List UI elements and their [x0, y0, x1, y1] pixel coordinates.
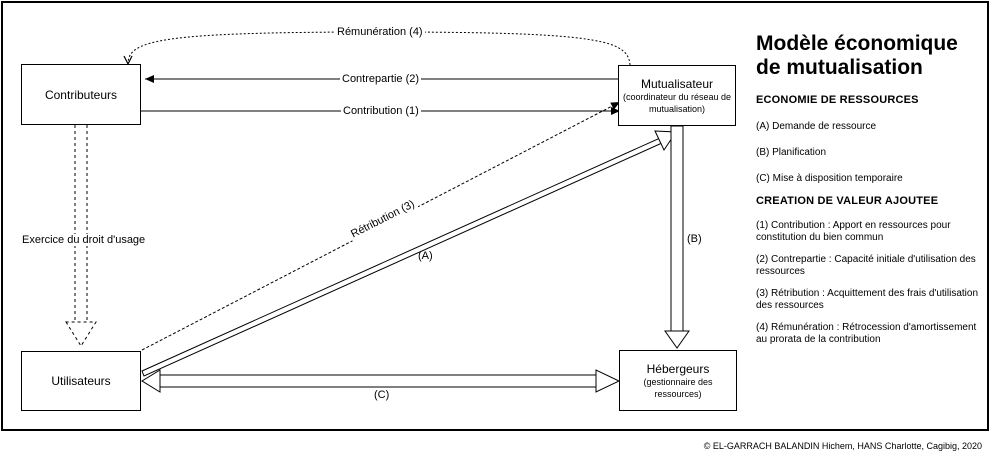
a-arrow	[141, 130, 677, 377]
legend-section-economie: ECONOMIE DE RESSOURCES	[756, 94, 919, 106]
legend-item-4: (4) Rémunération : Rétrocession d'amorti…	[756, 322, 977, 345]
contribution-label: Contribution (1)	[341, 105, 421, 117]
b-label: (B)	[687, 233, 702, 245]
a-label: (A)	[418, 250, 433, 262]
legend-section-creation: CREATION DE VALEUR AJOUTEE	[756, 195, 939, 207]
legend-item-1: (1) Contribution : Apport en ressources …	[756, 220, 951, 243]
exercice-arrow	[65, 125, 97, 347]
legend-item-a: (A) Demande de ressource	[756, 121, 877, 132]
contrepartie-label: Contrepartie (2)	[340, 73, 422, 85]
mutualisateur-node: Mutualisateur (coordinateur du réseau de…	[618, 65, 736, 126]
legend-item-c: (C) Mise à disposition temporaire	[756, 173, 903, 184]
hebergeurs-sublabel: (gestionnaire des ressources)	[643, 376, 713, 399]
contributeurs-label: Contributeurs	[44, 87, 118, 102]
legend-item-2: (2) Contrepartie : Capacité initiale d'u…	[756, 254, 976, 277]
legend-item-b: (B) Planification	[756, 147, 827, 158]
b-arrow	[664, 125, 690, 349]
utilisateurs-node: Utilisateurs	[21, 351, 141, 411]
hebergeurs-label: Hébergeurs	[646, 361, 710, 376]
legend-panel: Modèle économique de mutualisation ECONO…	[756, 32, 988, 356]
legend-title: Modèle économique de mutualisation	[756, 32, 958, 79]
remuneration-label: Rémunération (4)	[335, 26, 425, 38]
c-arrow	[141, 369, 621, 393]
c-label: (C)	[374, 389, 390, 401]
hebergeurs-node: Hébergeurs (gestionnaire des ressources)	[619, 350, 737, 411]
legend-item-3: (3) Rétribution : Acquittement des frais…	[756, 288, 979, 311]
copyright-credit: © EL-GARRACH BALANDIN Hichem, HANS Charl…	[703, 441, 982, 451]
exercice-label: Exercice du droit d'usage	[20, 234, 148, 246]
contributeurs-node: Contributeurs	[21, 64, 141, 125]
mutualisateur-label: Mutualisateur	[640, 76, 714, 91]
mutualisateur-sublabel: (coordinateur du réseau de mutualisation…	[622, 91, 732, 114]
utilisateurs-label: Utilisateurs	[51, 374, 111, 388]
diagram-frame	[1, 1, 989, 431]
